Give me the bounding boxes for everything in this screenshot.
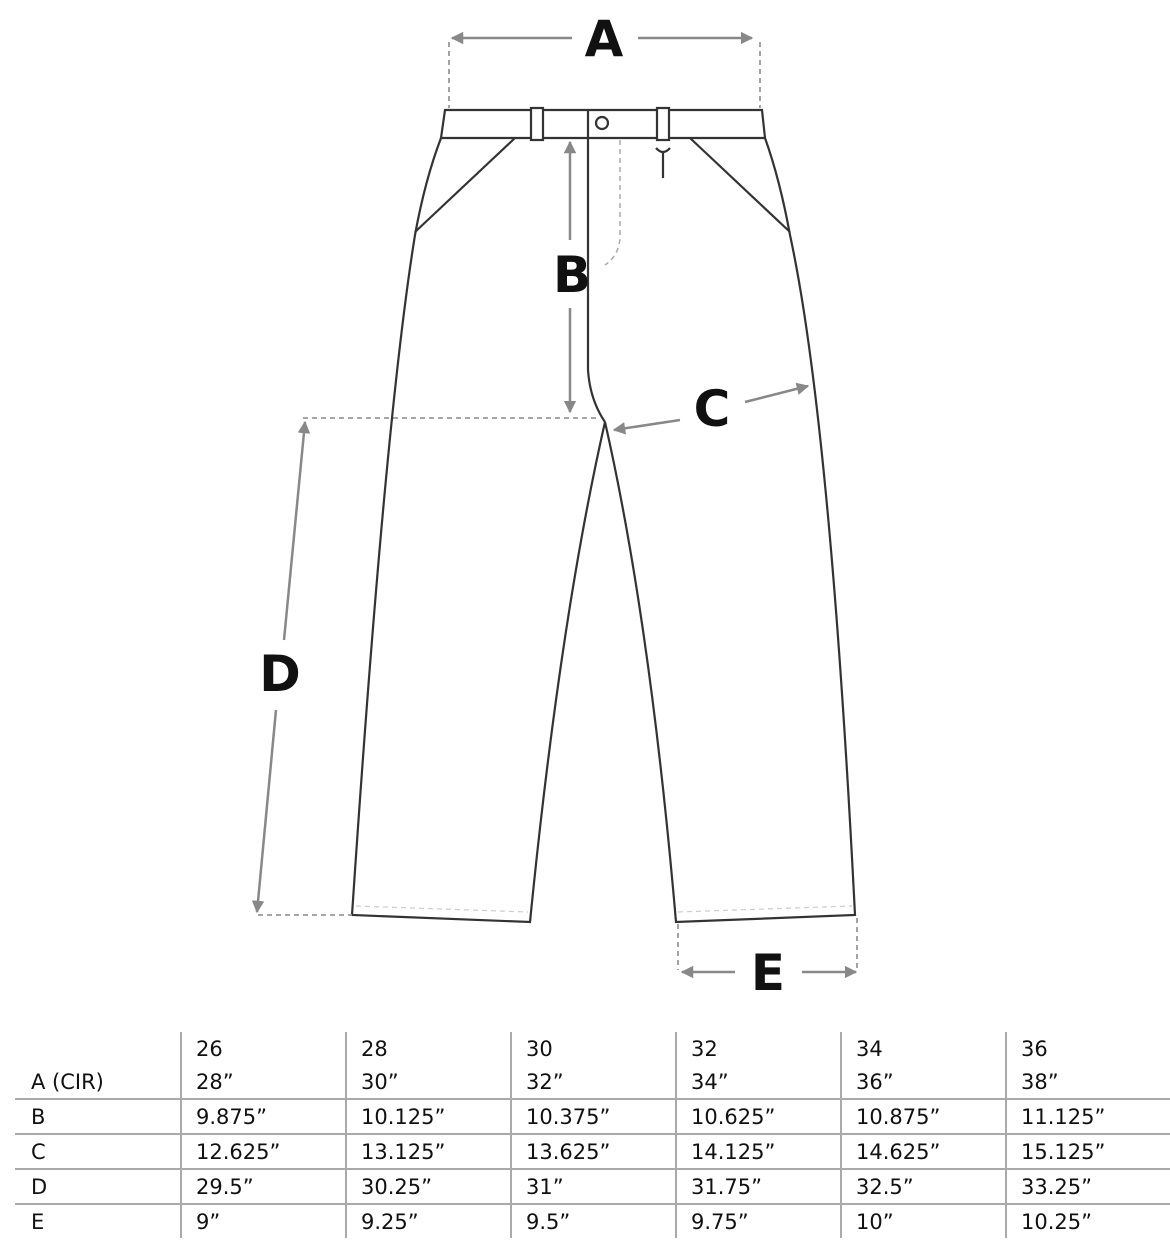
left-leg-outer bbox=[350, 137, 607, 924]
table-cell: 34” bbox=[675, 1065, 841, 1099]
table-cell: 10.125” bbox=[345, 1098, 511, 1134]
table-cell: 29.5” bbox=[180, 1168, 346, 1204]
fly-stitch bbox=[604, 140, 621, 266]
table-row: A (CIR) 28”30”32”34”36”38” bbox=[15, 1065, 1170, 1099]
table-cell: 12.625” bbox=[180, 1133, 346, 1169]
pants-diagram: A B C D E bbox=[251, 10, 858, 1002]
arrow-d-down bbox=[251, 709, 278, 914]
table-cell: 13.125” bbox=[345, 1133, 511, 1169]
pants-outline bbox=[350, 106, 857, 924]
dimension-arrows bbox=[251, 31, 858, 979]
row-label: A (CIR) bbox=[31, 1069, 104, 1094]
table-cell: 32.5” bbox=[840, 1168, 1006, 1204]
right-pocket bbox=[689, 137, 791, 233]
table-cell: 9.875” bbox=[180, 1098, 346, 1134]
table-cell: 36” bbox=[840, 1065, 1006, 1099]
label-b: B bbox=[553, 246, 591, 304]
table-cell: 31.75” bbox=[675, 1168, 841, 1204]
table-cell: 30.25” bbox=[345, 1168, 511, 1204]
table-cell: 10.625” bbox=[675, 1098, 841, 1134]
table-cell: 14.625” bbox=[840, 1133, 1006, 1169]
table-cell: 10” bbox=[840, 1203, 1006, 1238]
table-cell: 9.5” bbox=[510, 1203, 676, 1238]
header-cell: 26 bbox=[180, 1032, 346, 1065]
header-row: 26 28 30 32 34 36 bbox=[15, 1032, 1170, 1065]
key-clip-icon bbox=[655, 147, 671, 178]
row-label: E bbox=[15, 1203, 181, 1238]
table-cell: 15.125” bbox=[1005, 1133, 1170, 1169]
table-cell: 33.25” bbox=[1005, 1168, 1170, 1204]
table-cell: 10.375” bbox=[510, 1098, 676, 1134]
hem-stitch bbox=[355, 905, 853, 913]
belt-loop-right bbox=[655, 106, 671, 142]
size-table: 26 28 30 32 34 36 A (CIR) 28”30”32”34”36”… bbox=[15, 1032, 1170, 1238]
table-cell: 9” bbox=[180, 1203, 346, 1238]
arrow-c-left bbox=[612, 418, 681, 435]
table-cell: 10.875” bbox=[840, 1098, 1006, 1134]
header-cell: 30 bbox=[510, 1032, 676, 1065]
label-c: C bbox=[694, 380, 731, 438]
right-leg-outer bbox=[603, 137, 857, 924]
row-label: C bbox=[15, 1133, 181, 1169]
label-a: A bbox=[585, 10, 624, 68]
table-cell: 31” bbox=[510, 1168, 676, 1204]
table-cell: 9.75” bbox=[675, 1203, 841, 1238]
header-cell: 32 bbox=[675, 1032, 841, 1065]
label-e: E bbox=[751, 944, 785, 1002]
row-label: B bbox=[15, 1098, 181, 1134]
table-cell: 9.25” bbox=[345, 1203, 511, 1238]
table-cell: 10.25” bbox=[1005, 1203, 1170, 1238]
belt-loop-left bbox=[529, 106, 545, 142]
fly-line bbox=[586, 110, 606, 423]
label-d: D bbox=[259, 645, 301, 703]
header-cell: 34 bbox=[840, 1032, 1006, 1065]
table-cell: 11.125” bbox=[1005, 1098, 1170, 1134]
table-cell: 13.625” bbox=[510, 1133, 676, 1169]
table-cell: 38” bbox=[1005, 1065, 1170, 1099]
waistband bbox=[439, 108, 767, 140]
dimension-guides bbox=[258, 42, 858, 970]
row-label: D bbox=[15, 1168, 181, 1204]
table-cell: 32” bbox=[510, 1065, 676, 1099]
left-pocket bbox=[414, 137, 516, 233]
arrow-c-right bbox=[744, 382, 810, 404]
table-cell: 14.125” bbox=[675, 1133, 841, 1169]
table-cell: 28” bbox=[180, 1065, 346, 1099]
header-cell: 28 bbox=[345, 1032, 511, 1065]
table-cell: 30” bbox=[345, 1065, 511, 1099]
arrow-d-up bbox=[282, 420, 311, 641]
header-cell bbox=[15, 1032, 181, 1065]
header-cell: 36 bbox=[1005, 1032, 1170, 1065]
button-icon bbox=[594, 115, 610, 131]
